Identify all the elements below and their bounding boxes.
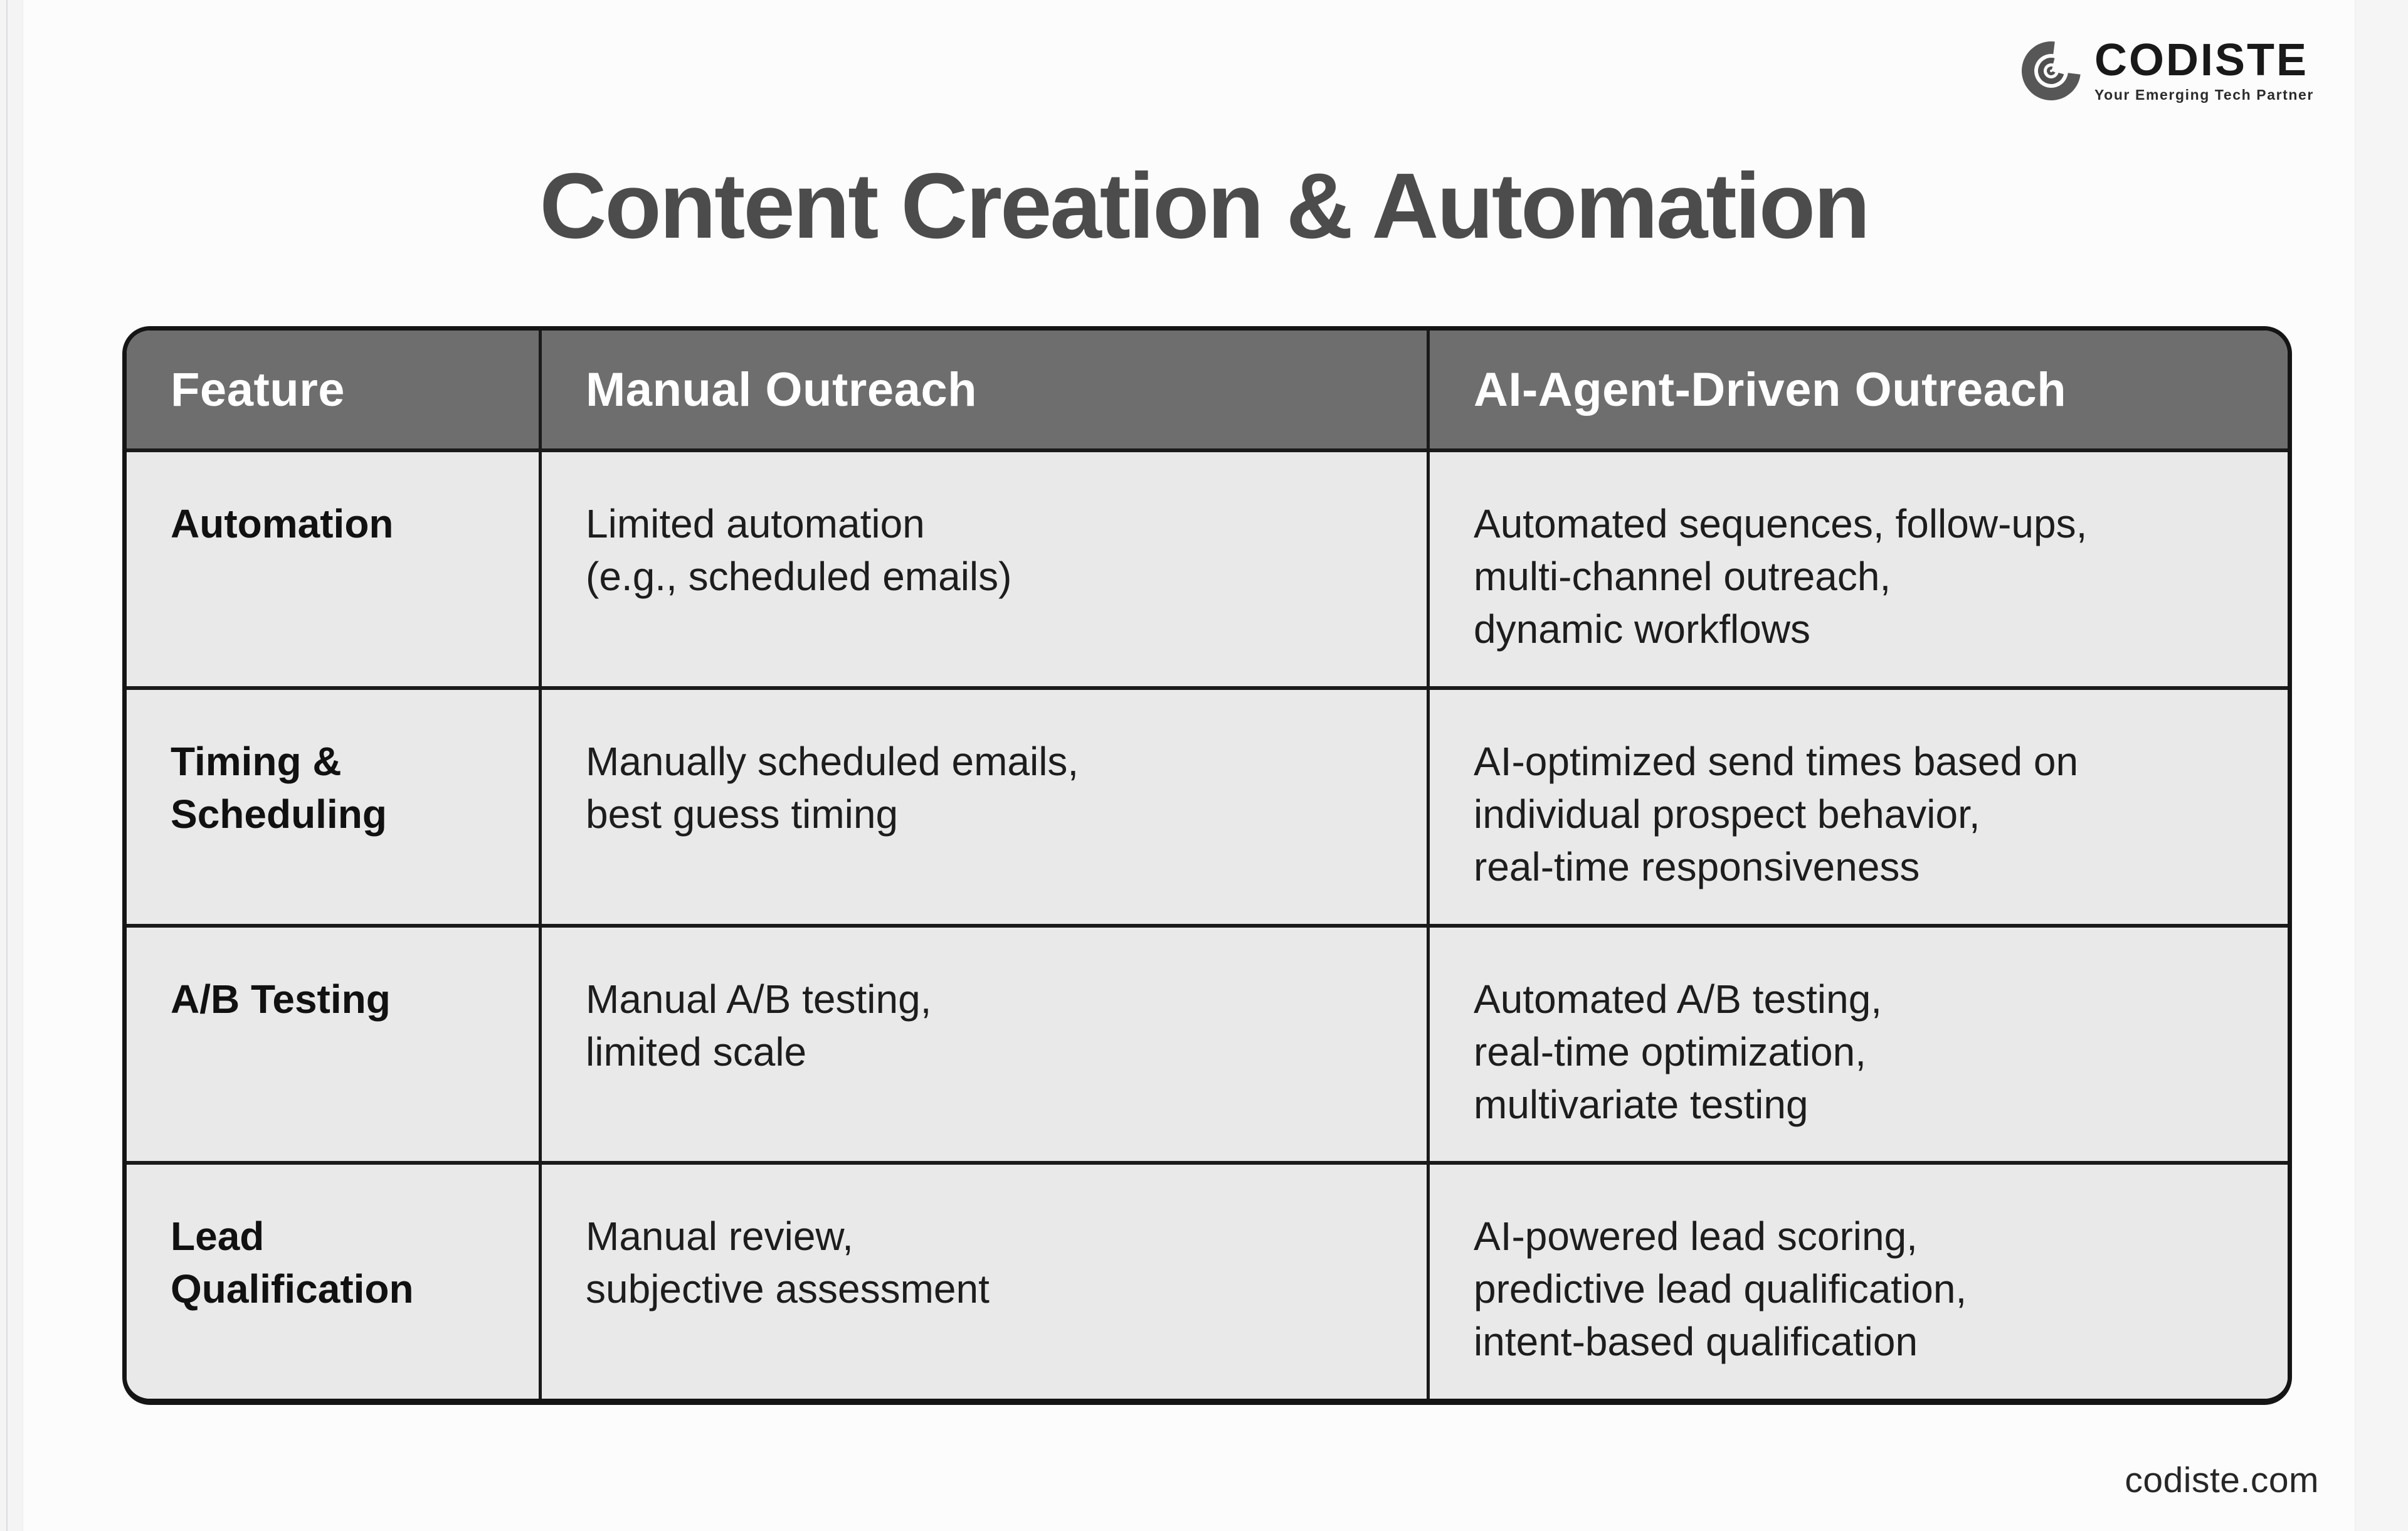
codiste-logo: CODISTE Your Emerging Tech Partner xyxy=(2009,29,2314,112)
page-title: Content Creation & Automation xyxy=(539,154,1870,258)
logo-tagline: Your Emerging Tech Partner xyxy=(2094,87,2314,103)
row-timing-scheduling-ai: AI-optimized send times based on individ… xyxy=(1427,686,2288,924)
row-lead-qualification-feature: Lead Qualification xyxy=(127,1161,539,1399)
logo-text-block: CODISTE Your Emerging Tech Partner xyxy=(2094,38,2314,103)
codiste-c-icon xyxy=(2009,29,2093,112)
row-automation-feature: Automation xyxy=(127,448,539,686)
row-automation-manual: Limited automation (e.g., scheduled emai… xyxy=(539,448,1427,686)
header-cell-feature: Feature xyxy=(127,331,539,448)
logo-wordmark: CODISTE xyxy=(2094,35,2308,85)
row-timing-scheduling-feature: Timing & Scheduling xyxy=(127,686,539,924)
comparison-table: Feature Manual Outreach AI-Agent-Driven … xyxy=(122,326,2292,1405)
row-lead-qualification-manual: Manual review, subjective assessment xyxy=(539,1161,1427,1399)
page-edge-right xyxy=(2355,0,2408,1531)
footer-website-url: codiste.com xyxy=(2125,1460,2319,1500)
row-ab-testing-feature: A/B Testing xyxy=(127,923,539,1162)
row-ab-testing-manual: Manual A/B testing, limited scale xyxy=(539,923,1427,1162)
header-cell-ai-agent-driven-outreach: AI-Agent-Driven Outreach xyxy=(1427,331,2288,448)
row-automation-ai: Automated sequences, follow-ups, multi-c… xyxy=(1427,448,2288,686)
row-ab-testing-ai: Automated A/B testing, real-time optimiz… xyxy=(1427,923,2288,1162)
row-lead-qualification-ai: AI-powered lead scoring, predictive lead… xyxy=(1427,1161,2288,1399)
header-cell-manual-outreach: Manual Outreach xyxy=(539,331,1427,448)
row-timing-scheduling-manual: Manually scheduled emails, best guess ti… xyxy=(539,686,1427,924)
page-edge-left xyxy=(0,0,23,1531)
